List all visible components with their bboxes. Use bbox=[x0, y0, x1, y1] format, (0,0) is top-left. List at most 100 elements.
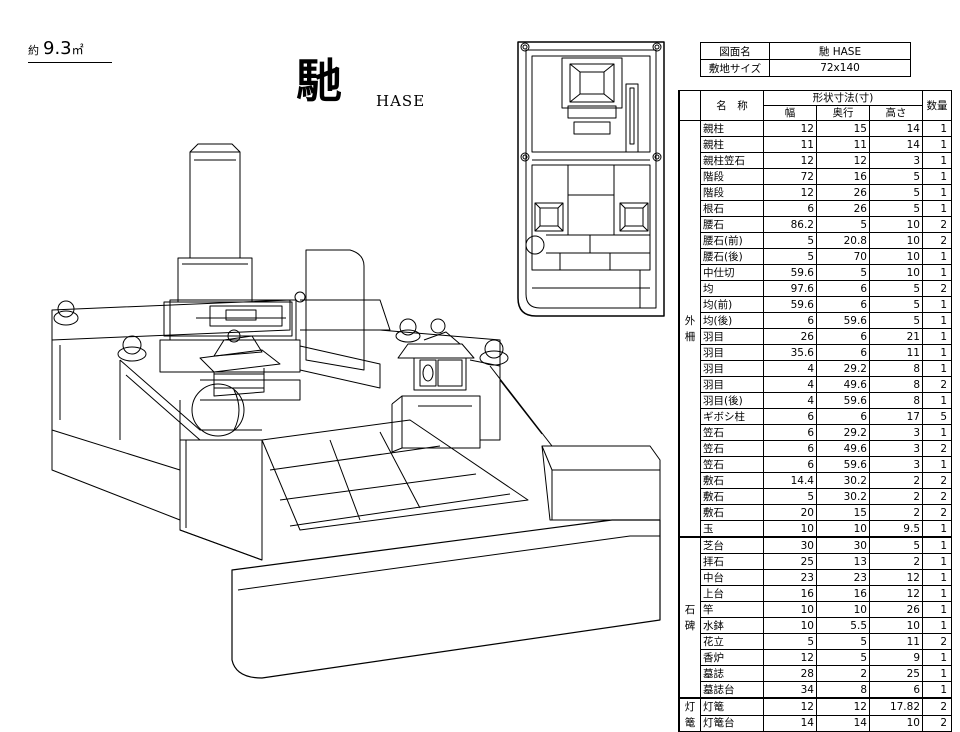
part-height: 2 bbox=[869, 488, 923, 505]
part-height: 12 bbox=[869, 585, 923, 602]
area-value: 9.3 bbox=[43, 38, 72, 59]
part-name: 羽目 bbox=[700, 360, 764, 377]
part-name: 親柱 bbox=[700, 136, 764, 153]
title-table: 図面名 馳 HASE 敷地サイズ 72x140 bbox=[700, 42, 911, 77]
part-depth: 70 bbox=[816, 248, 870, 265]
part-width: 11 bbox=[763, 136, 817, 153]
part-depth: 6 bbox=[816, 328, 870, 345]
part-qty: 1 bbox=[922, 344, 952, 361]
part-depth: 16 bbox=[816, 168, 870, 185]
part-depth: 49.6 bbox=[816, 440, 870, 457]
part-width: 12 bbox=[763, 184, 817, 201]
part-height: 3 bbox=[869, 440, 923, 457]
group-label-char: 外 bbox=[684, 314, 696, 327]
qty-header: 数量 bbox=[922, 90, 952, 121]
part-qty: 2 bbox=[922, 216, 952, 233]
part-name: 灯篭台 bbox=[700, 714, 764, 732]
part-qty: 2 bbox=[922, 488, 952, 505]
part-width: 6 bbox=[763, 408, 817, 425]
part-depth: 14 bbox=[816, 714, 870, 732]
part-height: 5 bbox=[869, 296, 923, 313]
group-label: 灯篭 bbox=[678, 697, 701, 732]
part-qty: 1 bbox=[922, 296, 952, 313]
part-height: 10 bbox=[869, 248, 923, 265]
part-name: 香炉 bbox=[700, 649, 764, 666]
part-width: 25 bbox=[763, 553, 817, 570]
part-name: 敷石 bbox=[700, 472, 764, 489]
part-depth: 2 bbox=[816, 665, 870, 682]
part-qty: 1 bbox=[922, 360, 952, 377]
part-qty: 1 bbox=[922, 601, 952, 618]
part-height: 5 bbox=[869, 184, 923, 201]
site-size-value: 72x140 bbox=[769, 59, 911, 77]
part-depth: 5 bbox=[816, 649, 870, 666]
part-height: 9.5 bbox=[869, 520, 923, 538]
site-size-key: 敷地サイズ bbox=[700, 59, 770, 77]
part-width: 10 bbox=[763, 617, 817, 634]
part-depth: 5.5 bbox=[816, 617, 870, 634]
width-header: 幅 bbox=[763, 105, 817, 121]
group-header-cell bbox=[678, 90, 701, 121]
part-height: 10 bbox=[869, 264, 923, 281]
part-name: 均 bbox=[700, 280, 764, 297]
part-qty: 1 bbox=[922, 392, 952, 409]
part-width: 6 bbox=[763, 440, 817, 457]
part-height: 14 bbox=[869, 136, 923, 153]
part-name: 敷石 bbox=[700, 488, 764, 505]
part-qty: 1 bbox=[922, 617, 952, 634]
part-name: 根石 bbox=[700, 200, 764, 217]
part-name: 羽目 bbox=[700, 344, 764, 361]
group-label-char: 篭 bbox=[684, 717, 696, 729]
part-depth: 30.2 bbox=[816, 472, 870, 489]
part-name: 中台 bbox=[700, 569, 764, 586]
part-width: 12 bbox=[763, 649, 817, 666]
part-height: 10 bbox=[869, 617, 923, 634]
part-height: 11 bbox=[869, 344, 923, 361]
part-height: 8 bbox=[869, 376, 923, 393]
part-name: 水鉢 bbox=[700, 617, 764, 634]
depth-header: 奥行 bbox=[816, 105, 870, 121]
part-height: 14 bbox=[869, 120, 923, 137]
part-depth: 5 bbox=[816, 633, 870, 650]
part-height: 3 bbox=[869, 424, 923, 441]
part-depth: 6 bbox=[816, 408, 870, 425]
part-name: 羽目 bbox=[700, 376, 764, 393]
part-height: 10 bbox=[869, 216, 923, 233]
group-label-char: 碑 bbox=[684, 619, 696, 632]
part-depth: 15 bbox=[816, 504, 870, 521]
part-width: 4 bbox=[763, 360, 817, 377]
part-qty: 2 bbox=[922, 376, 952, 393]
design-name-romaji: HASE bbox=[376, 92, 426, 110]
part-height: 26 bbox=[869, 601, 923, 618]
part-name: 羽目(後) bbox=[700, 392, 764, 409]
part-name: 笠石 bbox=[700, 424, 764, 441]
part-qty: 2 bbox=[922, 633, 952, 650]
part-name: 灯篭 bbox=[700, 697, 764, 716]
part-depth: 5 bbox=[816, 216, 870, 233]
part-qty: 1 bbox=[922, 184, 952, 201]
part-depth: 30 bbox=[816, 536, 870, 554]
part-width: 6 bbox=[763, 200, 817, 217]
title-key: 図面名 bbox=[700, 42, 770, 60]
part-qty: 1 bbox=[922, 120, 952, 137]
plan-view bbox=[517, 41, 665, 317]
group-label-char: 灯 bbox=[684, 701, 696, 713]
part-width: 35.6 bbox=[763, 344, 817, 361]
part-depth: 12 bbox=[816, 697, 870, 716]
part-qty: 1 bbox=[922, 152, 952, 169]
design-name-kanji: 馳 bbox=[296, 54, 342, 108]
part-width: 5 bbox=[763, 633, 817, 650]
